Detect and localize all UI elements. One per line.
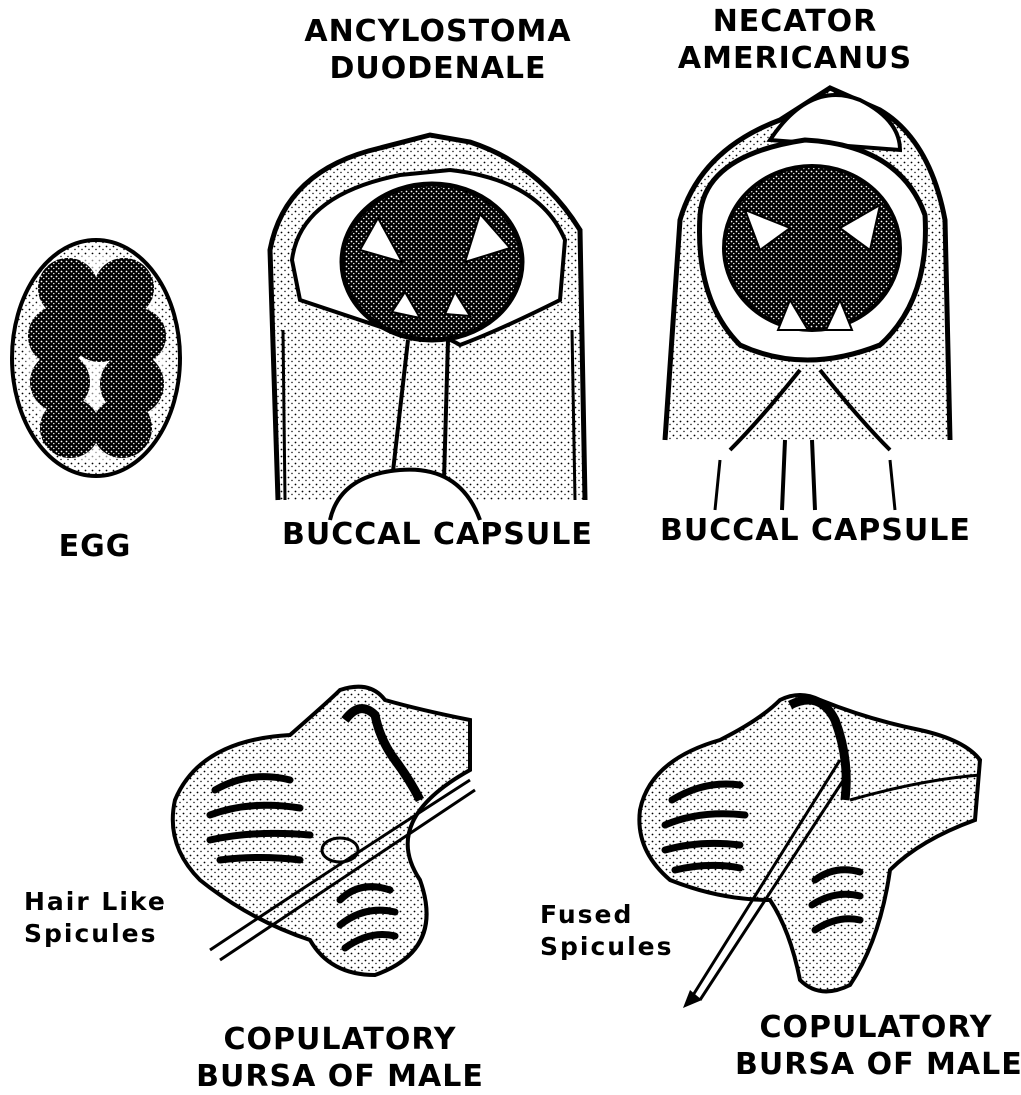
necator-bursa-line-1: COPULATORY	[735, 1010, 1017, 1047]
ancylostoma-bursa-line-2: BURSA OF MALE	[195, 1059, 485, 1095]
ancylostoma-spicule-label: Hair Like Spicules	[24, 886, 167, 950]
necator-bursa-line-2: BURSA OF MALE	[735, 1047, 1017, 1084]
necator-buccal-capsule-label: BUCCAL CAPSULE	[660, 513, 960, 550]
ancylostoma-title: ANCYLOSTOMA DUODENALE	[303, 14, 573, 87]
hookworm-egg-illustration	[12, 240, 180, 476]
ancylostoma-spicule-line-1: Hair Like	[24, 886, 167, 918]
ancylostoma-buccal-capsule-illustration	[270, 135, 585, 520]
ancylostoma-title-line-2: DUODENALE	[303, 51, 573, 88]
necator-buccal-capsule-illustration	[665, 88, 950, 510]
necator-title-line-1: NECATOR	[645, 4, 945, 41]
necator-spicule-line-1: Fused	[540, 899, 674, 931]
necator-copulatory-bursa-illustration	[639, 695, 980, 1008]
ancylostoma-title-line-1: ANCYLOSTOMA	[303, 14, 573, 51]
ancylostoma-bursa-line-1: COPULATORY	[195, 1022, 485, 1059]
necator-title: NECATOR AMERICANUS	[645, 4, 945, 77]
necator-bursa-label: COPULATORY BURSA OF MALE	[735, 1010, 1017, 1083]
necator-spicule-label: Fused Spicules	[540, 899, 674, 963]
ancylostoma-bursa-label: COPULATORY BURSA OF MALE	[195, 1022, 485, 1095]
egg-blastomeres	[28, 258, 166, 458]
necator-title-line-2: AMERICANUS	[645, 41, 945, 78]
necator-spicule-line-2: Spicules	[540, 931, 674, 963]
ancylostoma-copulatory-bursa-illustration	[173, 687, 475, 975]
ancylostoma-spicule-line-2: Spicules	[24, 918, 167, 950]
ancylostoma-buccal-capsule-label: BUCCAL CAPSULE	[282, 517, 582, 554]
egg-label: EGG	[40, 529, 150, 566]
